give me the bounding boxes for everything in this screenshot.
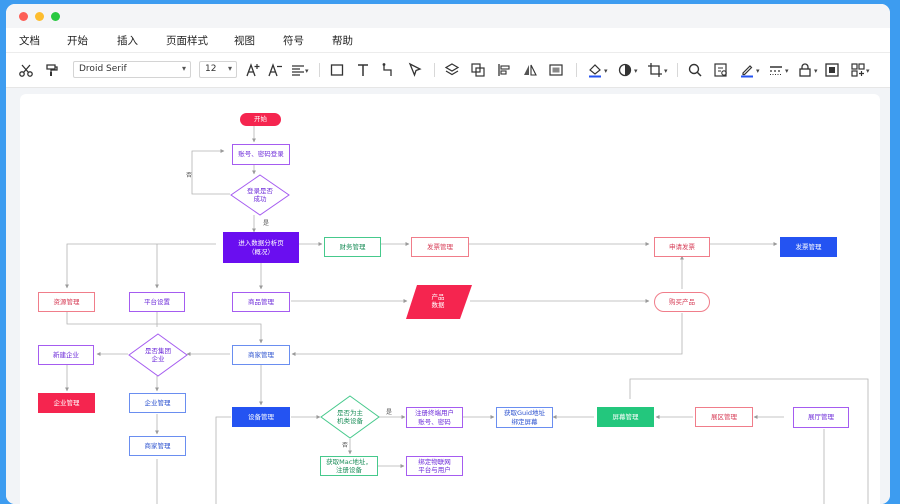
- yes-label: 是: [386, 409, 393, 416]
- register-user-node[interactable]: 注册终端用户 账号、密码: [406, 407, 463, 428]
- increase-font-icon[interactable]: [242, 59, 264, 81]
- apply-invoice-node[interactable]: 申请发票: [654, 237, 710, 257]
- minimize-window-button[interactable]: [35, 12, 44, 21]
- invoice-mgmt-node[interactable]: 发票管理: [411, 237, 469, 257]
- toolbar-divider: [434, 63, 435, 77]
- font-size-select[interactable]: 12 ▾: [199, 61, 237, 78]
- get-mac-node[interactable]: 获取Mac地址， 注册设备: [320, 456, 378, 476]
- crop-icon[interactable]: [644, 59, 666, 81]
- merchant-mgmt2-node[interactable]: 商家管理: [129, 436, 186, 456]
- new-enterprise-node[interactable]: 新建企业: [38, 345, 94, 365]
- device-mgmt-node[interactable]: 设备管理: [232, 407, 290, 427]
- toolbar-divider: [677, 63, 678, 77]
- login-check-diamond: [230, 174, 290, 216]
- group-icon[interactable]: [467, 59, 489, 81]
- toolbar-divider: [319, 63, 320, 77]
- menu-insert[interactable]: 插入: [117, 35, 138, 47]
- chevron-down-icon: ▾: [181, 64, 186, 73]
- line-color-icon[interactable]: [736, 59, 758, 81]
- drawing-page[interactable]: 开始 账号、密码登录 登录是否 成功 否 是 进入数据分析页 （概况） 财务管理…: [20, 94, 880, 504]
- merchant-mgmt-node[interactable]: 商家管理: [232, 345, 290, 365]
- resource-node[interactable]: 资源管理: [38, 292, 95, 312]
- flip-icon[interactable]: [519, 59, 541, 81]
- menu-page-style[interactable]: 页面样式: [166, 35, 208, 47]
- chevron-down-icon: ▾: [227, 64, 232, 73]
- chevron-down-icon: ▾: [604, 67, 608, 75]
- menu-start[interactable]: 开始: [67, 35, 88, 47]
- menu-bar: 文档 开始 插入 页面样式 视图 符号 帮助: [6, 28, 890, 53]
- app-window: 文档 开始 插入 页面样式 视图 符号 帮助 Droid Serif ▾ 12 …: [6, 4, 890, 504]
- login-node[interactable]: 账号、密码登录: [232, 144, 290, 165]
- no-label: 否: [342, 442, 349, 449]
- line-style-icon[interactable]: [765, 59, 787, 81]
- fill-color-icon[interactable]: [584, 59, 606, 81]
- buy-product-node[interactable]: 购买产品: [654, 292, 710, 312]
- scissors-icon[interactable]: [15, 59, 37, 81]
- title-bar: [6, 4, 890, 28]
- text-icon[interactable]: [352, 59, 374, 81]
- align-icon[interactable]: [287, 59, 309, 81]
- search-icon[interactable]: [684, 59, 706, 81]
- menu-symbol[interactable]: 符号: [283, 35, 304, 47]
- font-size-value: 12: [205, 64, 217, 74]
- product-info-parallelogram: [406, 285, 472, 319]
- chevron-down-icon: ▾: [305, 67, 309, 75]
- toolbar: Droid Serif ▾ 12 ▾ ▾: [6, 53, 890, 88]
- chevron-down-icon: ▾: [814, 67, 818, 75]
- pointer-icon[interactable]: [404, 59, 426, 81]
- finance-node[interactable]: 财务管理: [324, 237, 381, 257]
- is-group-node[interactable]: 是否集团 企业: [145, 346, 171, 363]
- menu-help[interactable]: 帮助: [332, 35, 353, 47]
- font-family-value: Droid Serif: [79, 64, 127, 74]
- yes-label: 是: [263, 220, 270, 227]
- style-icon[interactable]: [614, 59, 636, 81]
- bind-platform-node[interactable]: 绑定物联网 平台与用户: [406, 456, 463, 476]
- analysis-node[interactable]: 进入数据分析页 （概况）: [223, 232, 299, 263]
- chevron-down-icon: ▾: [664, 67, 668, 75]
- screen-mgmt-node[interactable]: 屏幕管理: [597, 407, 654, 427]
- enterprise-red-node[interactable]: 企业管理: [38, 393, 95, 413]
- maximize-window-button[interactable]: [51, 12, 60, 21]
- platform-node[interactable]: 平台设置: [129, 292, 185, 312]
- product-mgmt-node[interactable]: 商品管理: [232, 292, 290, 312]
- get-guid-node[interactable]: 获取Guid地址 绑定屏幕: [496, 407, 553, 428]
- chevron-down-icon: ▾: [634, 67, 638, 75]
- toolbar-divider: [576, 63, 577, 77]
- close-window-button[interactable]: [19, 12, 28, 21]
- frame-icon[interactable]: [545, 59, 567, 81]
- lock-icon[interactable]: [794, 59, 816, 81]
- menu-view[interactable]: 视图: [234, 35, 255, 47]
- is-group-diamond: [128, 333, 188, 377]
- rectangle-icon[interactable]: [326, 59, 348, 81]
- chevron-down-icon: ▾: [756, 67, 760, 75]
- format-painter-icon[interactable]: [41, 59, 63, 81]
- fullscreen-icon[interactable]: [821, 59, 843, 81]
- layers-icon[interactable]: [441, 59, 463, 81]
- chevron-down-icon: ▾: [785, 67, 789, 75]
- more-icon[interactable]: [847, 59, 869, 81]
- font-family-select[interactable]: Droid Serif ▾: [73, 61, 191, 78]
- is-main-node[interactable]: 是否为主 机类设备: [337, 408, 363, 425]
- hall-mgmt-node[interactable]: 展厅管理: [793, 407, 849, 428]
- enterprise-mgmt-node[interactable]: 企业管理: [129, 393, 186, 413]
- product-info-node[interactable]: 产品 数据: [431, 292, 445, 309]
- decrease-font-icon[interactable]: [264, 59, 286, 81]
- is-main-diamond: [320, 395, 380, 439]
- menu-document[interactable]: 文档: [19, 35, 40, 47]
- exhibition-mgmt-node[interactable]: 展区管理: [695, 407, 753, 427]
- no-label: 否: [186, 172, 193, 179]
- start-node[interactable]: 开始: [240, 113, 281, 126]
- invoice-mgmt-blue-node[interactable]: 发票管理: [780, 237, 837, 257]
- connector-icon[interactable]: [378, 59, 400, 81]
- edit-icon[interactable]: [710, 59, 732, 81]
- flowchart-connectors: [65, 124, 869, 504]
- align-left-icon[interactable]: [493, 59, 515, 81]
- chevron-down-icon: ▾: [866, 67, 870, 75]
- login-check-node[interactable]: 登录是否 成功: [247, 186, 273, 203]
